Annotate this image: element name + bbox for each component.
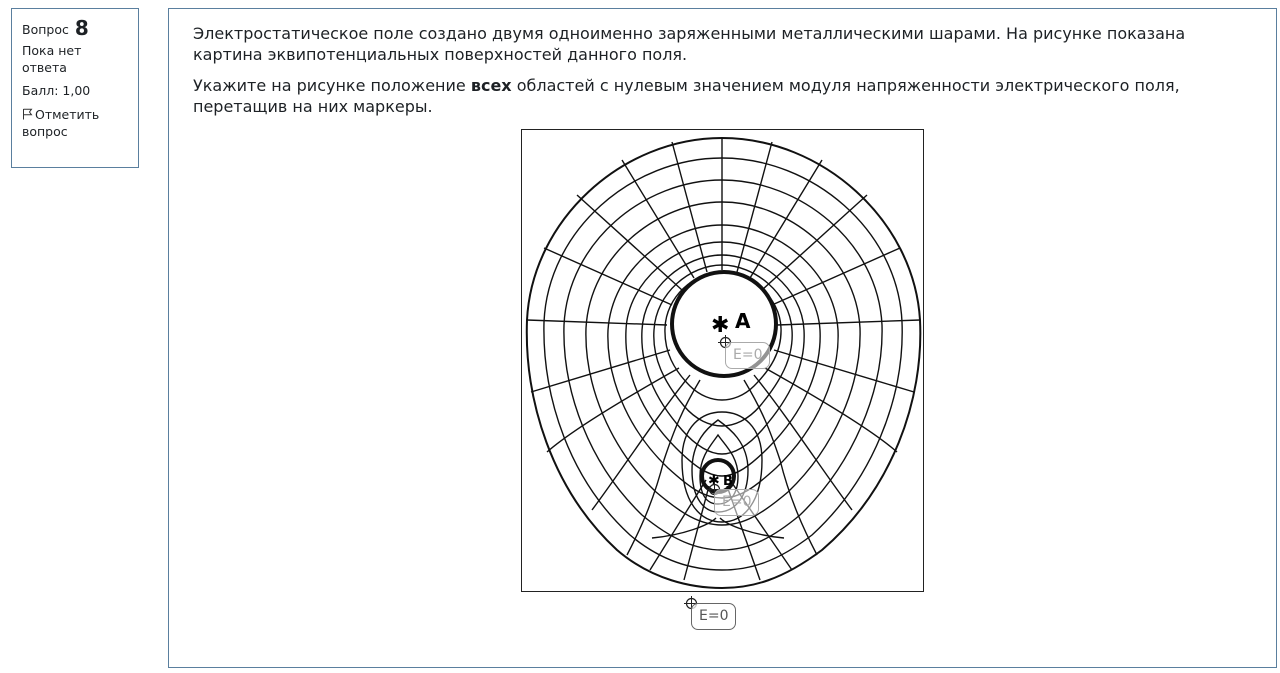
flag-question-label: Отметить вопрос [22,107,100,139]
flag-question-link[interactable]: Отметить вопрос [22,106,128,140]
charge-b-asterisk: ✱ [708,473,720,489]
outer-boundary [525,136,922,590]
question-grade: Балл: 1,00 [22,83,91,98]
marker-label: E=0 [714,489,760,516]
question-number: Вопрос 8 [22,16,128,40]
charge-a-asterisk: ✱ [711,313,729,338]
question-number-value: 8 [74,16,89,40]
equipotential-figure: ✱ A ✱ B [525,136,922,590]
marker-label: E=0 [691,603,737,630]
question-paragraph-2-start: Укажите на рисунке положение [193,76,471,95]
question-info-panel: Вопрос 8 Пока нет ответа Балл: 1,00 Отме… [11,8,139,168]
field-lines [526,138,921,581]
charge-a-label: A [735,309,751,333]
question-state: Пока нет ответа [22,43,82,75]
equipotential-figure-drop-area[interactable]: ✱ A ✱ B [521,129,924,592]
question-label: Вопрос [22,22,69,37]
question-paragraph-2-end: областей с нулевым значением модуля напр… [193,76,1180,116]
question-paragraph-2: Укажите на рисунке положение всех област… [193,75,1253,117]
question-paragraph-1: Электростатическое поле создано двумя од… [193,24,1186,64]
sphere-a [670,270,778,378]
flag-icon [23,108,33,120]
question-text: Электростатическое поле создано двумя од… [193,23,1253,127]
marker-label: E=0 [725,342,771,369]
charge-b-label: B [723,474,733,489]
question-content: Электростатическое поле создано двумя од… [168,8,1277,668]
question-paragraph-2-bold: всех [470,76,512,95]
